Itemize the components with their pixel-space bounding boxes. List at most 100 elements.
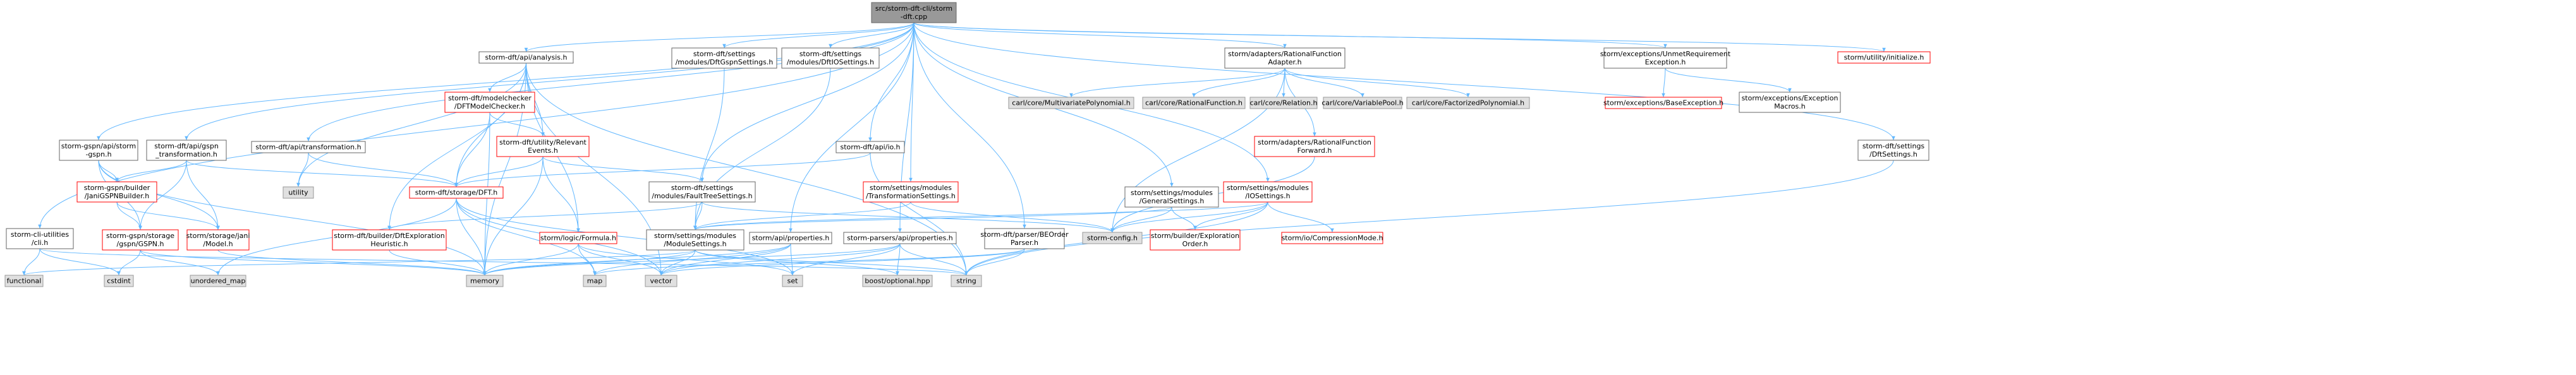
edge-bedorder_parser-to-string: [964, 248, 1025, 276]
node-module-settings[interactable]: storm/settings/modules/ModuleSettings.h: [646, 229, 744, 251]
edge-relevant_events-to-fault_tree_settings: [542, 156, 704, 182]
node-label: /cli.h: [32, 239, 48, 247]
edge-rf_adapter-to-c_varpool: [1284, 68, 1364, 98]
node-label: /IOSettings.h: [1245, 192, 1290, 200]
node-model-checker[interactable]: storm-dft/modelchecker/DFTModelChecker.h: [444, 92, 535, 113]
edge-root-to-gspn_api: [97, 22, 914, 141]
node-label: memory: [470, 277, 499, 285]
node-label: storm-dft/api/gspn: [154, 142, 219, 150]
node-label: Exception.h: [1645, 58, 1686, 66]
edge-model_checker-to-relevant_events: [489, 112, 545, 137]
node-fault-tree-settings[interactable]: storm-dft/settings/modules/FaultTreeSett…: [648, 181, 756, 203]
node-exploration-heur[interactable]: storm-dft/builder/DftExplorationHeuristi…: [332, 229, 447, 251]
node-box: [190, 275, 246, 287]
node-compression-mode[interactable]: storm/io/CompressionMode.h: [1281, 232, 1383, 244]
node-label: Macros.h: [1774, 102, 1806, 110]
node-storm-config: storm-config.h: [1082, 232, 1143, 244]
node-label: carl/core/FactorizedPolynomial.h: [1412, 99, 1524, 107]
node-box: [409, 186, 504, 199]
node-gspn-storage[interactable]: storm-gspn/storage/gspn/GSPN.h: [102, 229, 179, 251]
edges-layer: [22, 22, 1895, 276]
node-general-settings[interactable]: storm/settings/modules/GeneralSettings.h: [1124, 186, 1219, 208]
node-box: [646, 229, 744, 251]
node-label: storm-gspn/api/storm: [61, 142, 136, 150]
node-box: [583, 275, 607, 287]
edge-gspn_storage-to-unordered_map: [140, 249, 220, 276]
node-label: storm-dft/settings: [1862, 142, 1925, 150]
edge-fault_tree_settings-to-storm_config: [702, 201, 1114, 233]
node-io-settings[interactable]: storm/settings/modules/IOSettings.h: [1223, 181, 1313, 203]
node-box: [146, 140, 227, 161]
node-root[interactable]: src/storm-dft-cli/storm-dft.cpp: [871, 2, 957, 23]
node-label: storm-dft/modelchecker: [448, 94, 532, 102]
node-parsers-props[interactable]: storm-parsers/api/properties.h: [843, 232, 957, 244]
node-box: [1281, 232, 1383, 244]
node-box: [104, 275, 134, 287]
edge-unmet_exc-to-exc_macros: [1665, 68, 1792, 93]
node-label: storm/settings/modules: [1131, 189, 1213, 197]
edge-logic_formula-to-vector: [578, 243, 663, 276]
edge-relevant_events-to-storage_dft: [454, 156, 544, 188]
edge-io_settings-to-storm_config: [1110, 201, 1268, 233]
node-util-init[interactable]: storm/utility/initialize.h: [1837, 51, 1931, 64]
node-api-io[interactable]: storm-dft/api/io.h: [835, 141, 905, 153]
node-api-analysis[interactable]: storm-dft/api/analysis.h: [478, 51, 574, 64]
node-label: storm/api/properties.h: [752, 234, 830, 242]
node-box: [862, 275, 933, 287]
node-box: [1124, 186, 1219, 208]
node-cli-util[interactable]: storm-cli-utilities/cli.h: [6, 228, 74, 249]
node-dft-settings[interactable]: storm-dft/settings/DftSettings.h: [1857, 140, 1929, 161]
node-label: carl/core/MultivariatePolynomial.h: [1012, 99, 1130, 107]
node-label: string: [956, 277, 976, 285]
edge-gspn_api-to-jani_model: [98, 160, 220, 230]
edge-relevant_events-to-logic_formula: [542, 156, 580, 233]
node-box: [1406, 97, 1530, 109]
node-unmet-exc[interactable]: storm/exceptions/UnmetRequirementExcepti…: [1600, 47, 1731, 69]
node-base-exc[interactable]: storm/exceptions/BaseException.h: [1603, 97, 1723, 109]
node-box: [781, 47, 880, 69]
node-label: storm-dft/api/transformation.h: [255, 143, 361, 152]
node-label: storm/settings/modules: [1227, 184, 1309, 192]
node-label: storm/adapters/RationalFunction: [1258, 138, 1371, 146]
edge-exploration_heur-to-memory: [389, 249, 487, 276]
node-box: [871, 2, 957, 23]
edge-root-to-util_init: [913, 22, 1886, 52]
node-box: [1150, 229, 1241, 251]
node-jani-model[interactable]: storm/storage/jani/Model.h: [186, 229, 250, 251]
node-box: [496, 136, 590, 157]
node-box: [1224, 47, 1346, 69]
node-label: Forward.h: [1297, 146, 1332, 155]
node-storage-dft[interactable]: storm-dft/storage/DFT.h: [409, 186, 504, 199]
node-gspn-api[interactable]: storm-gspn/api/storm-gspn.h: [59, 140, 138, 161]
edge-parsers_props-to-boost_optional: [896, 243, 901, 276]
edge-rf_adapter-to-c_factpoly: [1284, 68, 1470, 98]
edge-api_trans-to-storage_dft: [308, 152, 458, 188]
node-dftio-settings[interactable]: storm-dft/settings/modules/DftIOSettings…: [781, 47, 880, 69]
node-label: storm-config.h: [1087, 234, 1138, 242]
node-label: map: [587, 277, 602, 285]
node-box: [59, 140, 138, 161]
node-api-properties[interactable]: storm/api/properties.h: [749, 232, 832, 244]
edge-bedorder_parser-to-vector: [659, 248, 1025, 276]
node-transformation-settings[interactable]: storm/settings/modules/TransformationSet…: [863, 181, 959, 203]
node-jani-builder[interactable]: storm-gspn/builder/JaniGSPNBuilder.h: [76, 181, 157, 203]
node-map: map: [583, 275, 607, 287]
node-api-trans[interactable]: storm-dft/api/transformation.h: [251, 141, 366, 153]
node-label: /modules/FaultTreeSettings.h: [652, 192, 752, 200]
node-box: [951, 275, 982, 287]
node-logic-formula[interactable]: storm/logic/Formula.h: [539, 232, 617, 244]
edge-rf_adapter-to-c_multivar: [1069, 68, 1285, 98]
node-label: storm-dft/api/analysis.h: [485, 54, 568, 62]
edge-transformation_settings-to-module_settings: [693, 201, 911, 230]
node-functional: functional: [4, 275, 44, 287]
node-dftgspn-settings[interactable]: storm-dft/settings/modules/DftGspnSettin…: [671, 47, 777, 69]
node-dft-gspn-trans[interactable]: storm-dft/api/gspn_transformation.h: [146, 140, 227, 161]
node-box: [1837, 51, 1931, 64]
